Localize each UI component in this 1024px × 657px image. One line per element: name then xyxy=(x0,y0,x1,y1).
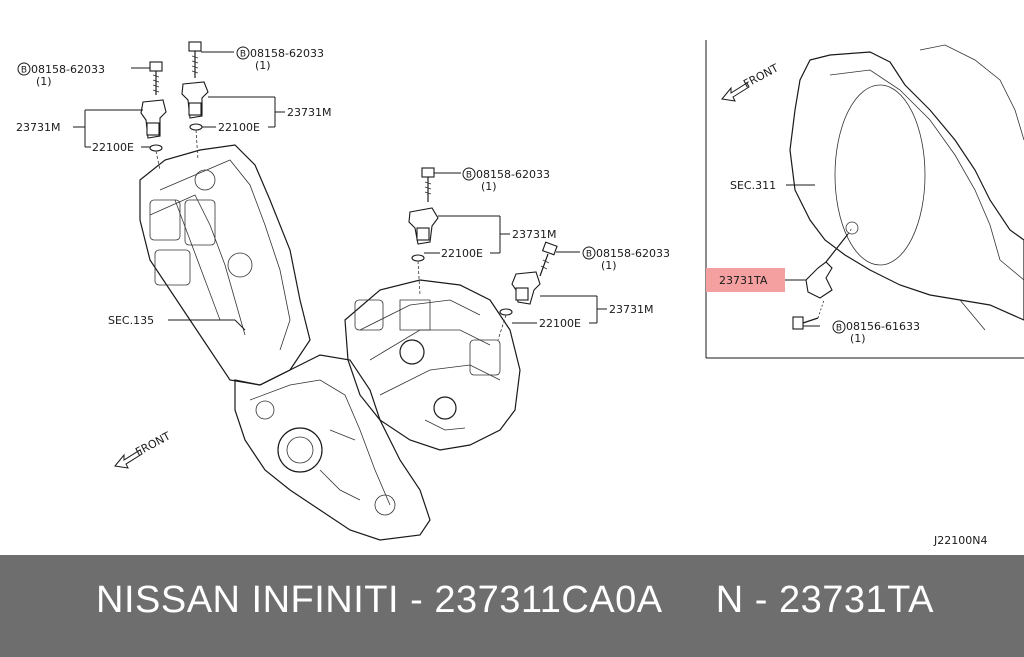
footer-bar: NISSAN INFINITI - 237311CA0A N - 23731TA xyxy=(0,555,1024,657)
label-sec-main: SEC.135 xyxy=(108,314,154,327)
label-sensor-d: 23731M xyxy=(609,303,653,316)
footer-title: NISSAN INFINITI - 237311CA0A N - 23731TA xyxy=(96,579,934,622)
label-bolt-d-qty: (1) xyxy=(601,259,617,272)
seal-a-drawing xyxy=(149,144,163,152)
label-bolt-inset-qty: (1) xyxy=(850,332,866,345)
sensor-bolt-a-drawing xyxy=(149,61,163,95)
footer-gap xyxy=(661,579,716,621)
front-arrow-inset: FRONT xyxy=(721,61,781,102)
highlight-box xyxy=(706,268,785,292)
sensor-b-drawing xyxy=(181,81,209,119)
bolt-marker-c-text: B xyxy=(466,171,472,181)
bolt-marker-d-text: B xyxy=(586,250,592,260)
seal-c-guide xyxy=(417,260,421,296)
seal-b-drawing xyxy=(189,123,203,131)
label-bolt-b-qty: (1) xyxy=(255,59,271,72)
label-front-inset: FRONT xyxy=(741,61,781,90)
bolt-marker-a: B xyxy=(17,62,31,76)
seal-d-drawing xyxy=(499,308,513,316)
sensor-c-drawing xyxy=(408,207,439,245)
label-seal-c: 22100E xyxy=(441,247,483,260)
inset-sensor-drawing xyxy=(805,227,853,299)
label-sensor-b: 23731M xyxy=(287,106,331,119)
label-bolt-a: 08158-62033 xyxy=(31,63,105,76)
sensor-bolt-d-drawing xyxy=(539,241,558,277)
inset-frame xyxy=(705,40,1024,359)
label-bolt-d: 08158-62033 xyxy=(596,247,670,260)
bolt-marker-b-text: B xyxy=(240,50,246,60)
footer-brand: NISSAN INFINITI - 237311CA0A xyxy=(96,579,661,621)
engine-timing-cover-drawing xyxy=(139,144,521,541)
label-sec-inset: SEC.311 xyxy=(730,179,776,192)
seal-a-guide xyxy=(155,150,161,171)
label-sensor-c: 23731M xyxy=(512,228,556,241)
footer-part-code: N - 23731TA xyxy=(715,579,934,621)
sensor-bolt-c-drawing xyxy=(421,167,435,202)
bolt-marker-inset: B xyxy=(832,320,846,334)
diagram-code: J22100N4 xyxy=(933,534,987,547)
seal-d-guide xyxy=(497,314,507,341)
bolt-marker-inset-text: B xyxy=(836,324,842,334)
sensor-bolt-b-drawing xyxy=(188,41,202,78)
sensor-a-drawing xyxy=(140,99,167,139)
bolt-marker-b: B xyxy=(236,46,250,60)
label-bolt-inset: 08156-61633 xyxy=(846,320,920,333)
label-bolt-a-qty: (1) xyxy=(36,75,52,88)
inset-bolt-drawing xyxy=(792,299,825,330)
label-bolt-c: 08158-62033 xyxy=(476,168,550,181)
front-arrow-main: FRONT xyxy=(114,429,173,469)
transmission-housing-drawing xyxy=(789,44,1024,331)
seal-c-drawing xyxy=(411,254,425,262)
bolt-marker-c: B xyxy=(462,167,476,181)
parts-diagram: B B B B B 08158-62033 (1) 08158-62033 (1… xyxy=(16,40,1024,547)
bolt-marker-d: B xyxy=(582,246,596,260)
label-bolt-b: 08158-62033 xyxy=(250,47,324,60)
label-bolt-c-qty: (1) xyxy=(481,180,497,193)
label-highlight-part: 23731TA xyxy=(719,274,768,287)
label-seal-a: 22100E xyxy=(92,141,134,154)
bolt-marker-a-text: B xyxy=(21,66,27,76)
label-seal-b: 22100E xyxy=(218,121,260,134)
label-sensor-a: 23731M xyxy=(16,121,60,134)
label-front-main: FRONT xyxy=(133,429,173,458)
label-seal-d: 22100E xyxy=(539,317,581,330)
seal-b-guide xyxy=(195,129,199,161)
sensor-d-drawing xyxy=(511,271,541,305)
leader-lines xyxy=(73,51,820,331)
